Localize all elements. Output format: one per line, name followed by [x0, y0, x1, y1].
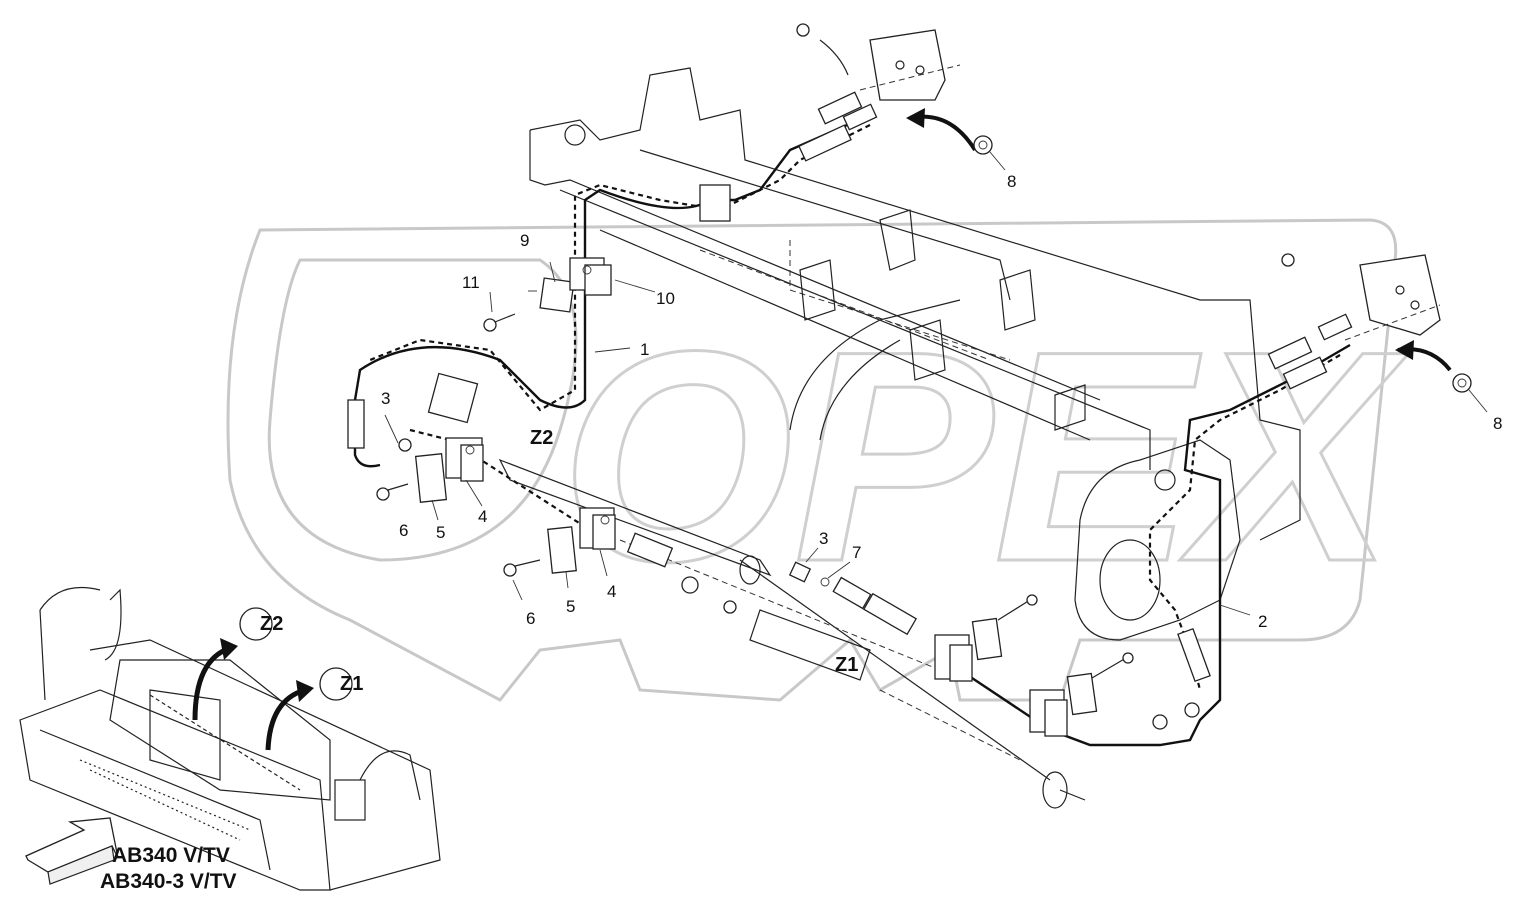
zone-label-z1: Z1	[835, 654, 858, 676]
zone-callout-z1: Z1	[340, 673, 363, 695]
watermark-logo: OPEX	[226, 218, 1411, 702]
leader-lines	[594, 347, 631, 353]
clamp-group-z1	[934, 594, 1251, 737]
model-name-1: AB340 V/TV	[112, 844, 230, 867]
label-7: 7	[852, 543, 861, 562]
hose-2	[959, 343, 1351, 747]
label-8-top: 8	[1007, 172, 1016, 191]
nut-8-top	[906, 108, 1006, 171]
view-direction-arrow	[25, 817, 119, 885]
zone-label-z2: Z2	[530, 427, 553, 449]
clamp-group-upper	[483, 257, 656, 332]
label-9: 9	[520, 231, 529, 250]
watermark-text: OPEX	[560, 288, 1409, 624]
label-2: 2	[1258, 612, 1267, 631]
hose-1	[347, 113, 871, 468]
model-name-2: AB340-3 V/TV	[100, 870, 237, 893]
hose-route-z2	[409, 428, 591, 531]
clamp-group-lower	[503, 507, 737, 614]
zone-callout-z2: Z2	[260, 613, 283, 635]
label-10: 10	[656, 289, 675, 308]
label-3-upper: 3	[381, 389, 390, 408]
top-fittings	[699, 23, 1441, 390]
centerline-z1	[619, 539, 941, 671]
label-5-lower: 5	[566, 597, 575, 616]
label-11: 11	[462, 273, 480, 292]
machine-overview-inset	[19, 586, 441, 891]
frame-assembly	[529, 67, 1301, 641]
fittings-3-7	[788, 547, 918, 636]
nut-8-right	[1395, 340, 1488, 413]
label-1: 1	[640, 340, 649, 359]
label-3-lower: 3	[819, 529, 828, 548]
label-4-lower: 4	[607, 582, 616, 601]
label-6-lower: 6	[526, 609, 535, 628]
label-4-upper: 4	[478, 507, 487, 526]
label-6-upper: 6	[399, 521, 408, 540]
roller-shaft	[498, 458, 1086, 809]
label-5-upper: 5	[436, 523, 445, 542]
label-8-right: 8	[1493, 414, 1502, 433]
clamp-group-z2	[376, 372, 484, 521]
